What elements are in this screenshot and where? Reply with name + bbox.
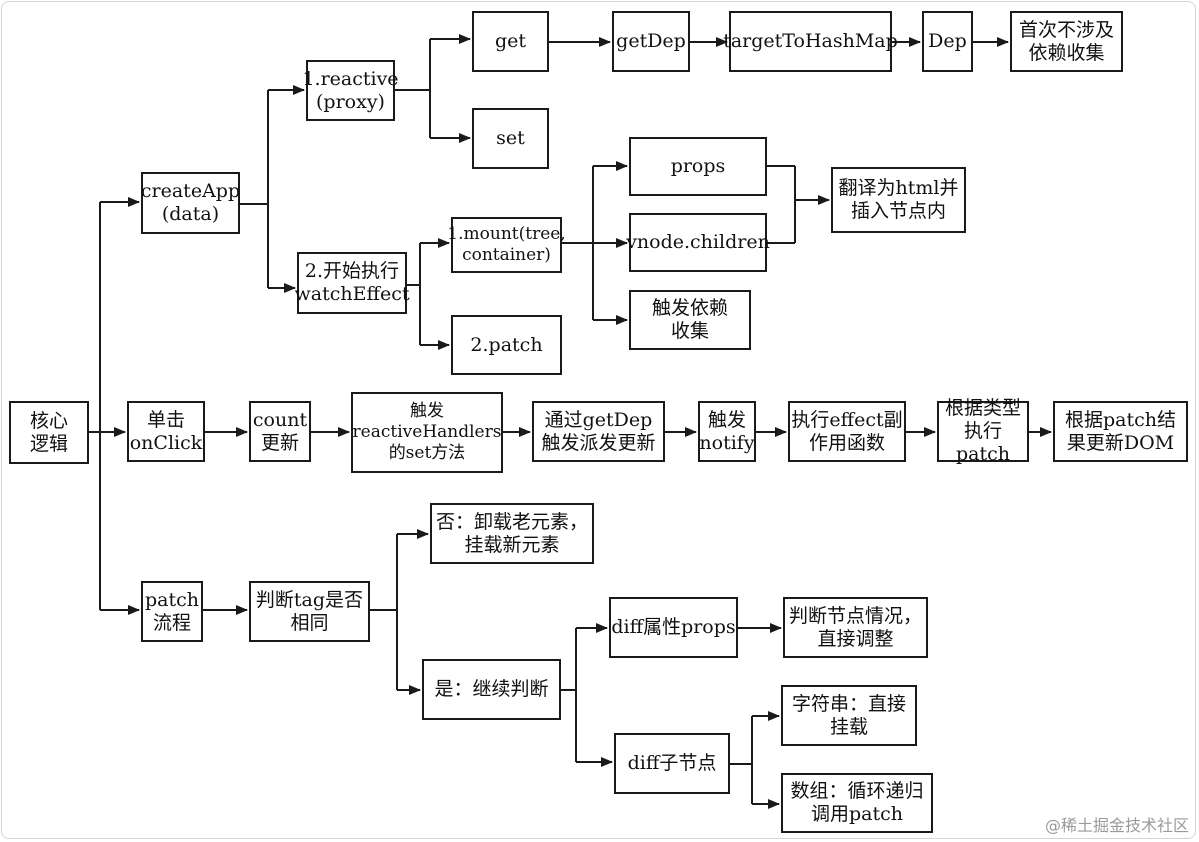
node-get: get [472,11,549,72]
node-core-logic: 核心 逻辑 [9,401,89,464]
watermark: @稀土掘金技术社区 [1044,816,1189,835]
node-trigger-set: 触发 reactiveHandlers 的set方法 [351,392,503,473]
node-same-tag: 判断tag是否 相同 [249,581,370,642]
node-start-watcheffect: 2.开始执行 watchEffect [295,252,410,314]
node-getdep: getDep [612,11,690,72]
node-dep: Dep [922,11,973,72]
node-diff-props: diff属性props [609,597,738,658]
node-vnode-children: vnode.children [626,213,770,272]
node-dispatch-update: 通过getDep 触发派发更新 [532,401,665,462]
node-count-update: count 更新 [249,401,311,462]
node-run-effect: 执行effect副 作用函数 [788,401,906,462]
node-onclick: 单击 onClick [127,401,205,462]
node-run-patch: 根据类型 执行patch [937,397,1029,465]
node-targettohashmap: targetToHashMap [723,11,898,72]
node-mount: 1.mount(tree, container) [447,217,566,273]
node-reactive: 1.reactive (proxy) [302,60,399,121]
node-trigger-collect: 触发依赖 收集 [629,290,751,350]
node-array-patch: 数组：循环递归 调用patch [781,773,933,833]
node-set: set [472,108,549,169]
node-yes-branch: 是：继续判断 [422,659,561,720]
node-string-mount: 字符串：直接 挂载 [781,685,917,746]
node-no-branch: 否：卸载老元素， 挂载新元素 [430,503,594,564]
node-update-dom: 根据patch结 果更新DOM [1053,401,1188,462]
node-translate-html: 翻译为html并 插入节点内 [831,167,966,233]
node-patch-2: 2.patch [451,315,562,375]
node-adjust-nodes: 判断节点情况， 直接调整 [783,597,928,658]
node-createapp: createApp (data) [141,172,240,234]
node-props: props [629,137,767,196]
node-notify: 触发 notify [698,401,756,462]
node-patch-flow: patch 流程 [141,581,203,642]
node-diff-children: diff子节点 [614,733,730,794]
node-no-collect: 首次不涉及 依赖收集 [1010,11,1123,72]
